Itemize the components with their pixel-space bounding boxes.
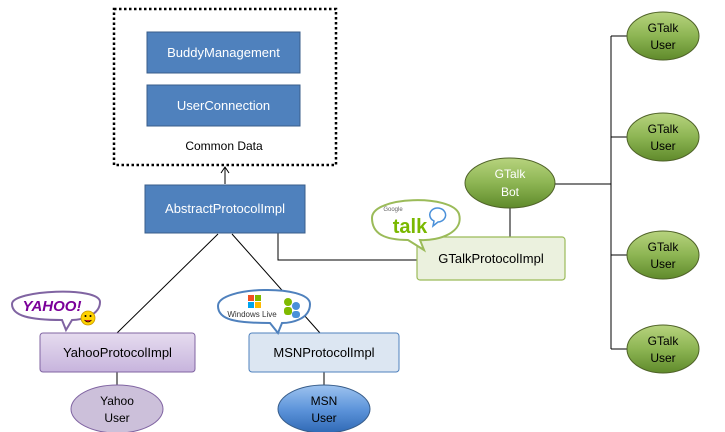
yahoo-protocol-box xyxy=(39,332,196,373)
gtalk-user-3-line1: GTalk xyxy=(648,240,680,254)
user-connection-label: UserConnection xyxy=(177,98,270,113)
gtalk-user-3: GTalk User xyxy=(626,230,700,280)
gtalk-protocol-label: GTalkProtocolImpl xyxy=(438,251,544,266)
yahoo-protocol-label: YahooProtocolImpl xyxy=(63,345,172,360)
connectors xyxy=(116,35,628,385)
msn-user-line2: User xyxy=(311,411,336,425)
yahoo-user-line1: Yahoo xyxy=(100,394,134,408)
gtalk-user-1-line2: User xyxy=(650,38,675,52)
windows-flag-icon xyxy=(248,295,261,308)
abstract-protocol-label: AbstractProtocolImpl xyxy=(165,201,285,216)
yahoo-smiley-icon xyxy=(80,310,96,326)
gtalk-bot-label-line2: Bot xyxy=(501,185,520,199)
yahoo-logo: YAHOO! xyxy=(10,290,102,333)
common-data-caption: Common Data xyxy=(185,139,263,153)
buddy-management-label: BuddyManagement xyxy=(167,45,280,60)
gtalk-bot-label-line1: GTalk xyxy=(495,167,527,181)
yahoo-user-line2: User xyxy=(104,411,129,425)
line-abstract-gtalk xyxy=(277,233,417,261)
google-talk-logo: Google talk xyxy=(370,199,461,253)
msn-protocol-label: MSNProtocolImpl xyxy=(273,345,374,360)
gtalk-bot-ellipse xyxy=(464,157,556,209)
gtalk-user-3-line2: User xyxy=(650,257,675,271)
talk-text: talk xyxy=(393,216,428,238)
msn-protocol-box xyxy=(248,332,400,373)
google-small-text: Google xyxy=(383,207,403,213)
gtalk-user-2-line2: User xyxy=(650,139,675,153)
windows-live-text: Windows Live xyxy=(227,310,277,319)
gtalk-user-2: GTalk User xyxy=(626,112,700,162)
yahoo-logo-text: YAHOO! xyxy=(23,298,82,315)
gtalk-user-1-line1: GTalk xyxy=(648,21,680,35)
buddy-management-box xyxy=(146,31,301,74)
arrow-head xyxy=(220,166,230,174)
gtalk-protocol-box xyxy=(416,236,566,281)
user-connection-box xyxy=(146,84,301,127)
msn-user-ellipse xyxy=(277,384,371,432)
yahoo-user-ellipse xyxy=(70,384,164,432)
msn-buddies-icon xyxy=(284,298,300,318)
gtalk-user-4-line1: GTalk xyxy=(648,334,680,348)
msn-user-line1: MSN xyxy=(311,394,338,408)
windows-live-logo: Windows Live xyxy=(216,289,312,335)
talk-bubble-icon xyxy=(429,207,447,228)
gtalk-user-1: GTalk User xyxy=(626,11,700,61)
abstract-protocol-box xyxy=(144,184,306,234)
gtalk-user-4: GTalk User xyxy=(626,324,700,374)
line-abstract-yahoo xyxy=(116,233,219,334)
common-data-group: BuddyManagement UserConnection Common Da… xyxy=(112,7,338,167)
gtalk-user-4-line2: User xyxy=(650,351,675,365)
gtalk-user-2-line1: GTalk xyxy=(648,122,680,136)
